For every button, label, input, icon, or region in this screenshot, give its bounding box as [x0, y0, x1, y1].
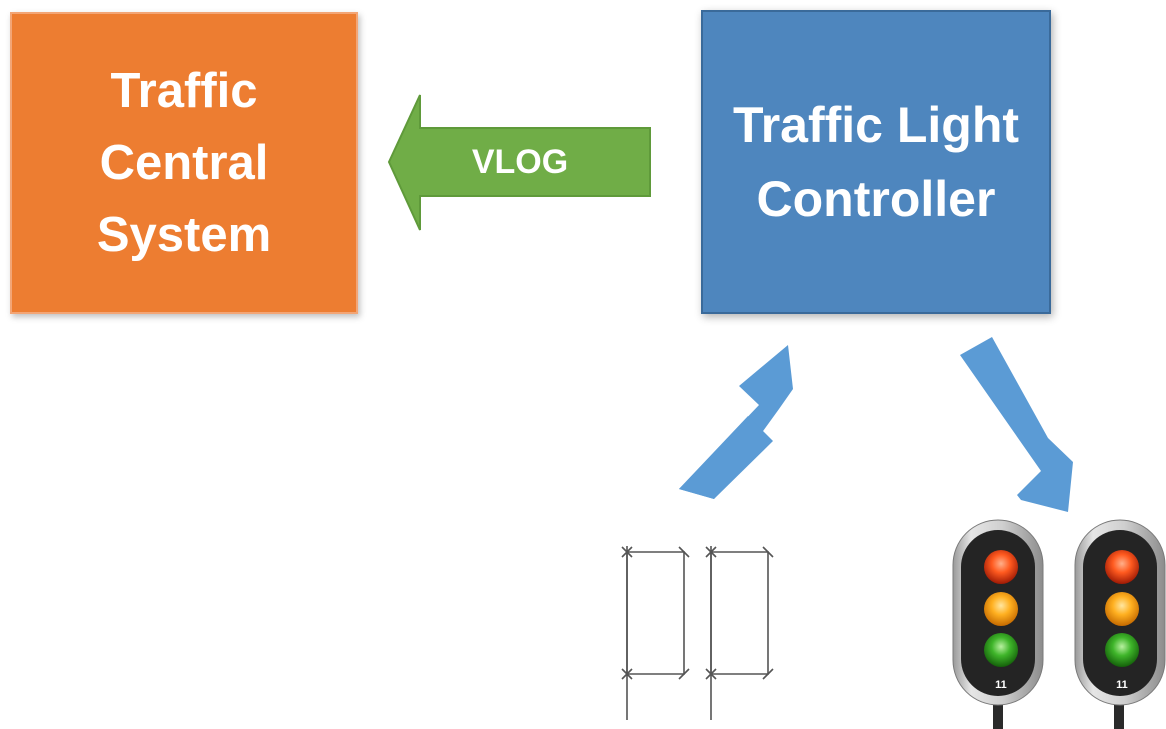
traffic-light-icon: 11 — [1074, 519, 1166, 729]
traffic-central-system-label: Traffic Central System — [96, 64, 272, 262]
signal-number-label: 11 — [1116, 679, 1128, 691]
controller-to-signals-arrow — [960, 337, 1073, 512]
vlog-arrow — [387, 94, 651, 231]
detector-to-controller-arrow — [679, 345, 793, 499]
traffic-light-icon: 11 — [952, 519, 1044, 729]
signal-number-label: 11 — [995, 679, 1007, 691]
traffic-light-controller-label: Traffic Light Controller — [732, 97, 1020, 227]
detector-loop-icon — [621, 546, 774, 720]
traffic-light-controller-box: Traffic Light Controller — [701, 10, 1051, 314]
traffic-central-system-box: Traffic Central System — [10, 12, 358, 314]
vlog-label: VLOG — [471, 143, 569, 181]
